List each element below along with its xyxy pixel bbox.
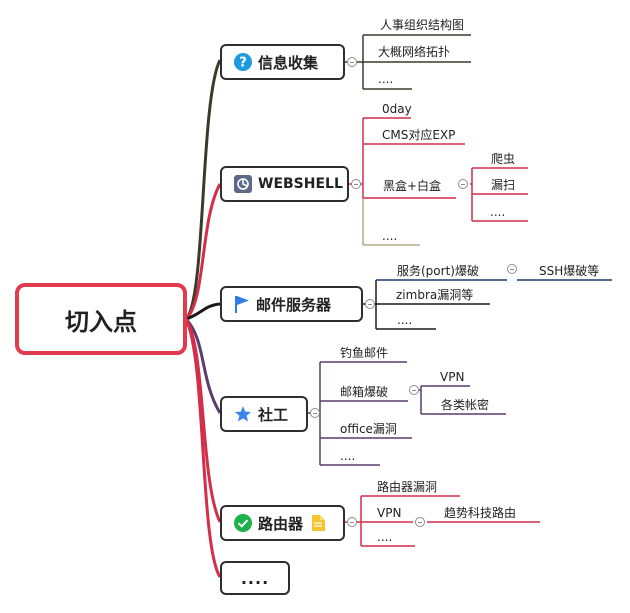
- collapse-toggle-blackbox[interactable]: [458, 179, 468, 189]
- connector-root-info: [184, 59, 222, 321]
- connector-root-more: [184, 318, 222, 578]
- branch-more-label: ....: [240, 568, 270, 588]
- branch-info-gathering[interactable]: ? 信息收集: [220, 44, 345, 80]
- leaf-router-vpn[interactable]: VPN: [377, 506, 402, 520]
- connector-root-router: [184, 318, 222, 523]
- leaf-mail-more[interactable]: ....: [397, 313, 413, 327]
- leaf-ssh-brute[interactable]: SSH爆破等: [539, 264, 600, 278]
- leaf-0day[interactable]: 0day: [382, 102, 412, 116]
- connector-root-webshell: [184, 183, 222, 321]
- leaf-webshell-more[interactable]: ....: [382, 229, 398, 243]
- branch-router-label: 路由器: [258, 514, 304, 533]
- branch-router[interactable]: 路由器: [220, 505, 345, 541]
- collapse-toggle-mailbox-brute[interactable]: [409, 385, 419, 395]
- branch-more[interactable]: ....: [220, 561, 290, 595]
- branch-info-gathering-label: 信息收集: [258, 53, 319, 72]
- check-circle-icon: [234, 514, 252, 532]
- collapse-toggle-router-vpn[interactable]: [415, 517, 425, 527]
- leaf-vuln-scan[interactable]: 漏扫: [491, 178, 516, 192]
- collapse-toggle-webshell[interactable]: [351, 179, 361, 189]
- leaf-router-vuln[interactable]: 路由器漏洞: [377, 480, 438, 494]
- collapse-toggle-info[interactable]: [347, 57, 357, 67]
- leaf-cms-exp[interactable]: CMS对应EXP: [382, 128, 456, 142]
- leaf-info-more[interactable]: ....: [378, 72, 394, 86]
- branch-social-engineering[interactable]: 社工: [220, 396, 308, 432]
- leaf-phishing-mail[interactable]: 钓鱼邮件: [340, 346, 389, 360]
- collapse-toggle-service-port[interactable]: [507, 264, 517, 274]
- leaf-office-vuln[interactable]: office漏洞: [340, 422, 397, 436]
- leaf-social-more[interactable]: ....: [340, 449, 356, 463]
- flag-icon: [234, 295, 250, 313]
- webshell-logo-icon: [234, 175, 252, 193]
- svg-text:?: ?: [239, 56, 247, 71]
- branch-webshell-label: WEBSHELL: [258, 176, 343, 192]
- collapse-toggle-router[interactable]: [347, 517, 357, 527]
- leaf-org-chart[interactable]: 人事组织结构图: [380, 18, 465, 32]
- leaf-account-passwords[interactable]: 各类帐密: [441, 398, 490, 412]
- connector-root-mail: [185, 302, 221, 321]
- branch-webshell[interactable]: WEBSHELL: [220, 166, 349, 202]
- collapse-toggle-mail[interactable]: [365, 299, 375, 309]
- connector-root-social: [184, 317, 222, 414]
- branch-mail-server-label: 邮件服务器: [256, 295, 332, 314]
- leaf-mailbox-brute[interactable]: 邮箱爆破: [340, 385, 389, 399]
- root-node[interactable]: 切入点: [15, 283, 187, 355]
- leaf-vpn[interactable]: VPN: [440, 370, 465, 384]
- leaf-crawler[interactable]: 爬虫: [491, 152, 516, 166]
- leaf-trend-micro-router[interactable]: 趋势科技路由: [444, 506, 517, 520]
- note-icon[interactable]: [311, 515, 326, 531]
- leaf-router-more[interactable]: ....: [377, 530, 393, 544]
- star-icon: [234, 405, 252, 423]
- branch-social-engineering-label: 社工: [258, 405, 289, 424]
- branch-mail-server[interactable]: 邮件服务器: [220, 286, 363, 322]
- collapse-toggle-social[interactable]: [310, 408, 320, 418]
- question-icon: ?: [234, 53, 252, 71]
- leaf-service-port-brute[interactable]: 服务(port)爆破: [397, 264, 479, 278]
- leaf-black-white-box[interactable]: 黑盒+白盒: [383, 179, 442, 193]
- leaf-network-topology[interactable]: 大概网络拓扑: [378, 45, 451, 59]
- leaf-zimbra-vuln[interactable]: zimbra漏洞等: [396, 288, 474, 302]
- root-label: 切入点: [65, 306, 137, 336]
- leaf-scan-more[interactable]: ....: [490, 205, 506, 219]
